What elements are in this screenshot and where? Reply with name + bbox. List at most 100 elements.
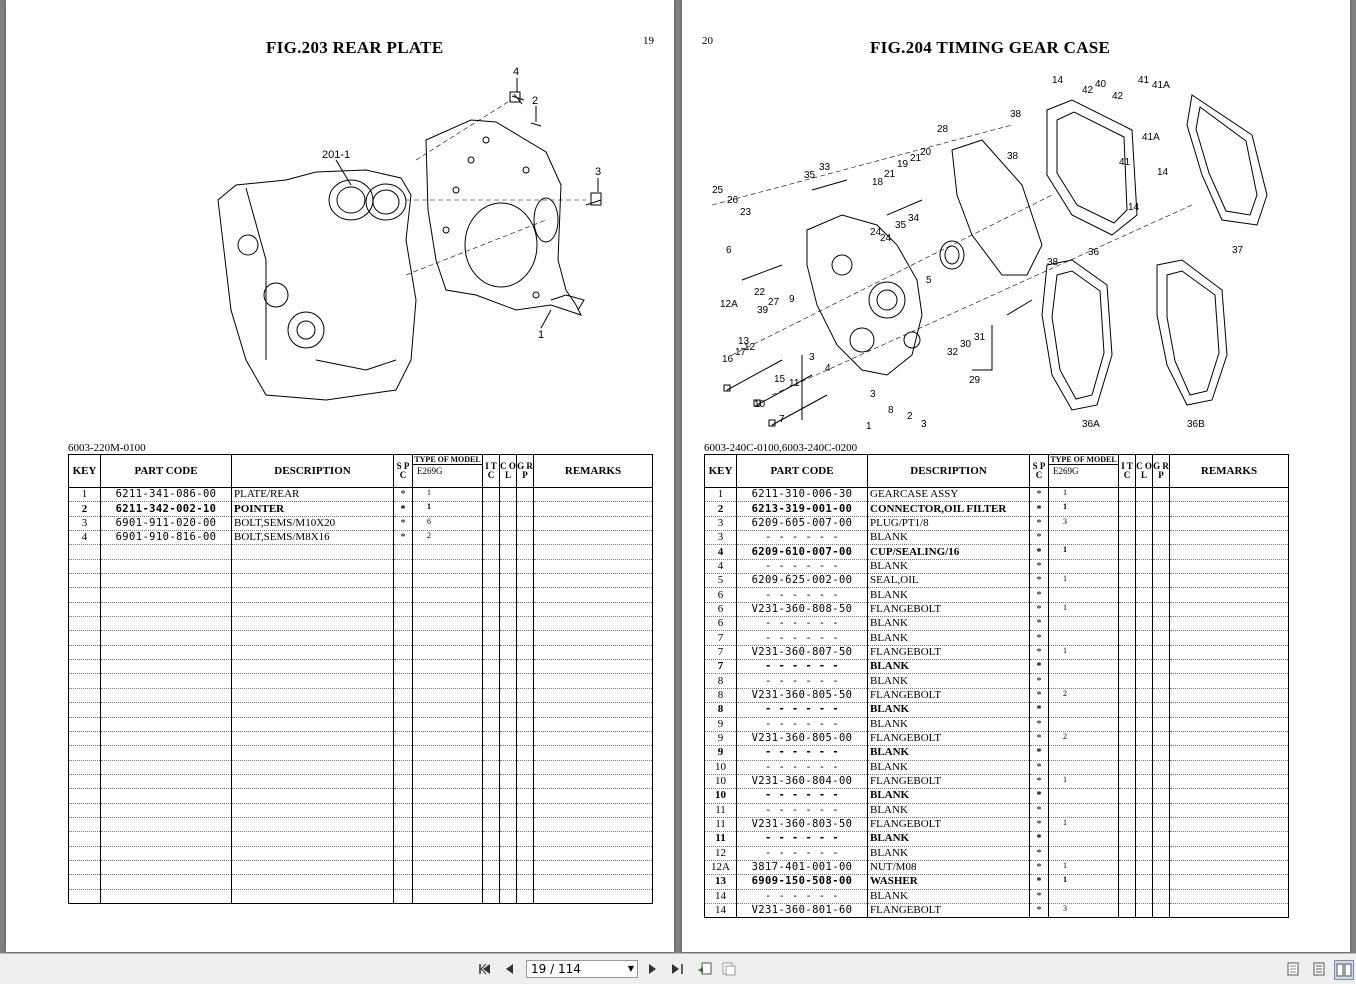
cell-key (68, 803, 101, 818)
cell-description (231, 559, 394, 575)
cell-spc (393, 803, 413, 818)
cell-remarks (1169, 487, 1289, 503)
cell-grp (516, 774, 534, 790)
cell-part-code (100, 688, 232, 704)
callout: 38 (1007, 151, 1019, 162)
cell-col (499, 573, 517, 589)
callout: 35 (895, 220, 907, 231)
cell-key (68, 846, 101, 861)
cell-quantity (1048, 846, 1119, 861)
cell-quantity (412, 673, 483, 689)
cell-key: 9 (704, 745, 737, 761)
cell-col (499, 602, 517, 618)
next-page-icon[interactable] (644, 960, 662, 978)
continuous-view-icon[interactable] (1310, 960, 1328, 978)
callout: 28 (937, 124, 949, 135)
cell-description (231, 659, 394, 675)
cell-col (1135, 788, 1153, 804)
cell-quantity: 2 (412, 530, 483, 546)
prev-page-icon[interactable] (500, 960, 518, 978)
cell-part-code: 6209-610-007-00 (736, 544, 868, 560)
cell-description: GEARCASE ASSY (867, 487, 1030, 503)
view-forward-icon[interactable] (720, 960, 738, 978)
cell-itc (1118, 903, 1136, 919)
callout: 15 (774, 374, 786, 385)
first-page-icon[interactable] (476, 960, 494, 978)
cell-itc (1118, 817, 1136, 833)
callout: 3 (595, 166, 601, 178)
figure-title: FIG.204 TIMING GEAR CASE (870, 38, 1111, 57)
cell-remarks (1169, 673, 1289, 689)
cell-remarks (1169, 803, 1289, 818)
cell-grp (516, 788, 534, 804)
cell-itc (1118, 559, 1136, 575)
cell-key: 5 (704, 573, 737, 589)
cell-spc: * (1029, 530, 1049, 546)
cell-description: BLANK (867, 587, 1030, 603)
page-number-input[interactable]: 19 / 114▼ (526, 960, 638, 978)
cell-itc (1118, 702, 1136, 718)
cell-description: FLANGEBOLT (867, 731, 1030, 747)
last-page-icon[interactable] (668, 960, 686, 978)
cell-key: 6 (704, 602, 737, 618)
cell-remarks (1169, 573, 1289, 589)
cell-quantity (1048, 530, 1119, 546)
cell-grp (1152, 860, 1170, 876)
cell-part-code: 6211-342-002-10 (100, 501, 232, 517)
cell-key (68, 745, 101, 761)
cell-part-code (100, 573, 232, 589)
cell-spc (393, 602, 413, 618)
cell-quantity (412, 659, 483, 675)
cell-grp (1152, 702, 1170, 718)
cell-description (231, 688, 394, 704)
cell-description: BLANK (867, 530, 1030, 546)
cell-col (499, 673, 517, 689)
cell-itc (1118, 788, 1136, 804)
cell-quantity: 2 (1048, 731, 1119, 747)
cell-description: BLANK (867, 760, 1030, 775)
cell-itc (482, 616, 500, 632)
callout: 25 (712, 185, 724, 196)
cell-grp (1152, 874, 1170, 890)
cell-spc: * (1029, 803, 1049, 818)
cell-col (499, 889, 517, 904)
table-row (68, 831, 653, 847)
cell-quantity (1048, 745, 1119, 761)
figure-title: FIG.203 REAR PLATE (266, 38, 444, 57)
cell-spc (393, 702, 413, 718)
single-page-view-icon[interactable] (1284, 960, 1302, 978)
cell-itc (1118, 501, 1136, 517)
col-spc: S P C (1029, 454, 1049, 488)
cell-description (231, 717, 394, 732)
cell-itc (482, 717, 500, 732)
cell-quantity: 1 (1048, 501, 1119, 517)
cell-itc (1118, 846, 1136, 861)
cell-grp (1152, 788, 1170, 804)
cell-remarks (533, 702, 653, 718)
cell-itc (482, 501, 500, 517)
view-back-icon[interactable] (696, 960, 714, 978)
callout: 24 (870, 227, 882, 238)
cell-itc (482, 774, 500, 790)
cell-col (1135, 587, 1153, 603)
cell-quantity: 1 (412, 501, 483, 517)
cell-description (231, 602, 394, 618)
cell-key: 12 (704, 846, 737, 861)
cell-grp (1152, 760, 1170, 775)
cell-description (231, 702, 394, 718)
cell-quantity (412, 760, 483, 775)
cell-spc (393, 659, 413, 675)
cell-part-code: V231-360-808-50 (736, 602, 868, 618)
cell-spc: * (1029, 659, 1049, 675)
cell-spc (393, 760, 413, 775)
cell-itc (1118, 616, 1136, 632)
cell-part-code: 6213-319-001-00 (736, 501, 868, 517)
cell-quantity: 1 (1048, 573, 1119, 589)
cell-remarks (1169, 745, 1289, 761)
cell-grp (1152, 774, 1170, 790)
cell-quantity (1048, 831, 1119, 847)
cell-remarks (533, 745, 653, 761)
cell-key: 7 (704, 645, 737, 661)
facing-pages-view-icon[interactable] (1334, 960, 1354, 980)
cell-itc (1118, 487, 1136, 503)
